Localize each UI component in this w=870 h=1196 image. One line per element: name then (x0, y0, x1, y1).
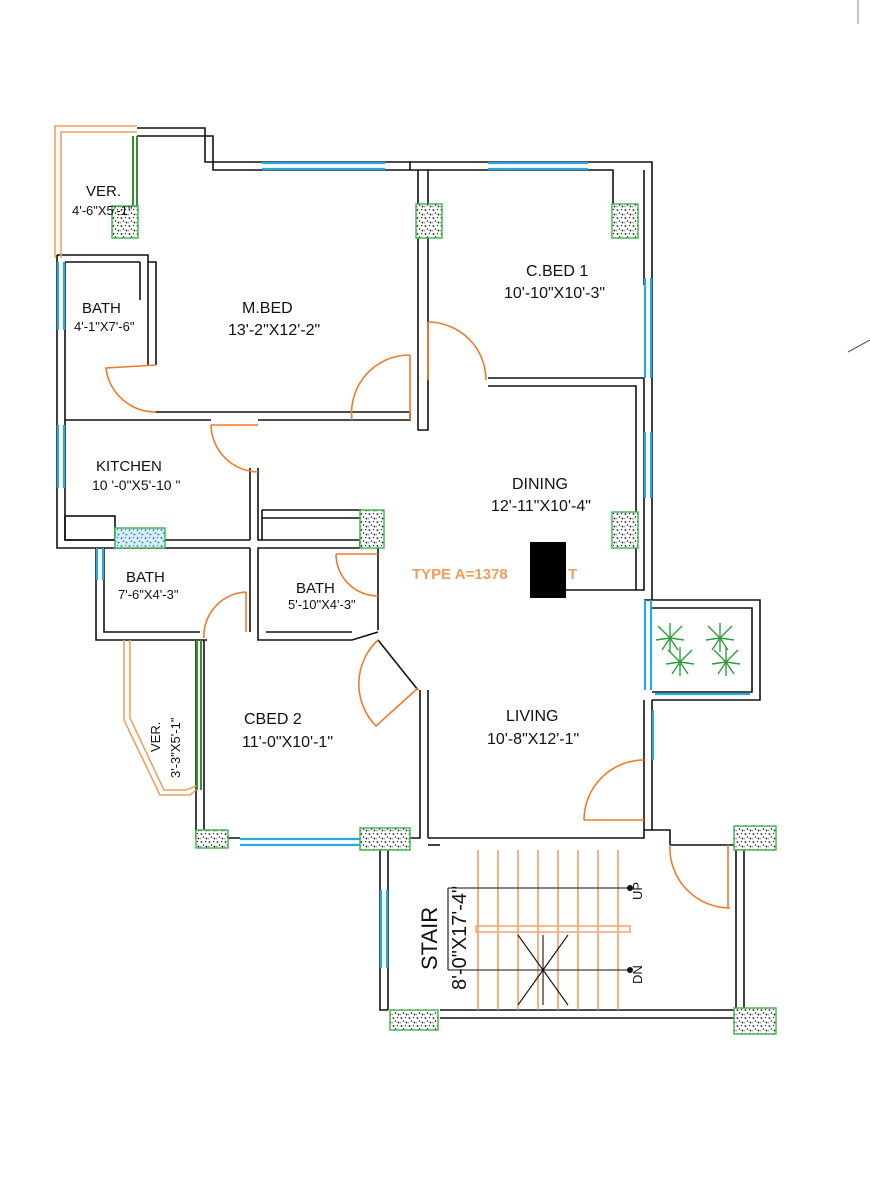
bath-center-size: 5'-10"X4'-3" (288, 597, 356, 612)
stair-size: 8'-0"X17'-4" (449, 886, 471, 990)
dining-size: 12'-11"X10'-4" (491, 498, 591, 515)
bath-master-name: BATH (82, 300, 121, 317)
verandah-top-name: VER. (86, 183, 121, 200)
bath-left-name: BATH (126, 569, 165, 586)
child-bed-2-size: 11'-0"X10'-1" (242, 734, 333, 751)
child-bed-1-name: C.BED 1 (526, 263, 588, 280)
verandah-side-size: 3'-3"X5'-1" (168, 717, 183, 778)
columns (111, 203, 777, 1035)
stair-treads (475, 850, 631, 1010)
doors (105, 321, 731, 909)
kitchen-name: KITCHEN (96, 458, 162, 475)
verandah-side-name: VER. (148, 722, 163, 752)
redaction-box (530, 542, 566, 598)
type-label-suffix: T (568, 566, 577, 583)
stair-up-marker (627, 885, 633, 891)
stair-name: STAIR (417, 907, 442, 970)
bath-center-name: BATH (296, 580, 335, 597)
master-bed-name: M.BED (242, 300, 293, 317)
stair-up-label: UP (630, 882, 645, 900)
planter (655, 623, 741, 676)
stair-down-label: DN (630, 965, 645, 984)
verandah-top-size: 4'-6"X5'-1" (72, 203, 133, 218)
child-bed-2-name: CBED 2 (244, 711, 302, 728)
master-bed-size: 13'-2"X12'-2" (228, 322, 320, 339)
dining-name: DINING (512, 476, 568, 493)
type-label: TYPE A=1378 (412, 566, 508, 583)
bath-master-size: 4'-1"X7'-6" (74, 319, 135, 334)
bath-left-size: 7'-6"X4'-3" (118, 587, 179, 602)
child-bed-1-size: 10'-10"X10'-3" (504, 285, 605, 302)
windows (56, 161, 750, 968)
verandah-railings (54, 125, 197, 796)
living-size: 10'-8"X12'-1" (487, 731, 579, 748)
living-name: LIVING (506, 708, 558, 725)
sliding-doors (132, 136, 202, 790)
stair-down-marker (627, 967, 633, 973)
stair-lines (447, 887, 632, 1006)
kitchen-size: 10 '-0"X5'-10 " (92, 477, 180, 493)
